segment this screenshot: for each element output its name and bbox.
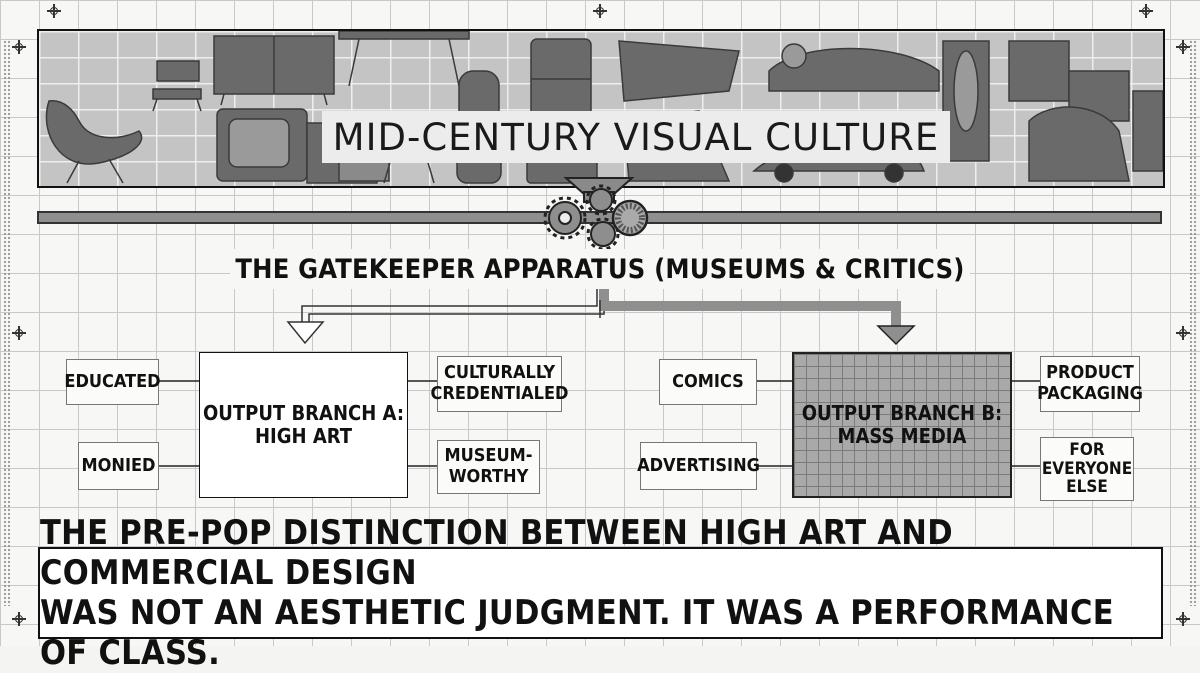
attribute-line: PACKAGING [1037,383,1143,404]
registration-mark-icon [12,612,26,626]
mid-century-banner: MID-CENTURY VISUAL CULTURE [37,29,1165,188]
connector-lines [159,177,1040,467]
attribute-line: ELSE [1066,477,1108,498]
table-icon [338,31,470,40]
attribute-line: EVERYONE [1041,458,1133,479]
statement-line-1: THE PRE-POP DISTINCTION BETWEEN HIGH ART… [40,512,953,593]
attribute-educated: EDUCATED [64,359,161,405]
attribute-comics: COMICS [659,359,757,405]
right-halftone-strip [1189,40,1197,606]
attribute-advertising: ADVERTISING [637,442,760,490]
registration-mark-icon [1176,326,1190,340]
egg-chair-icon [45,100,143,165]
registration-mark-icon [1139,4,1153,18]
branch-a-sublabel: HIGH ART [254,424,352,448]
statement-line-2: WAS NOT AN AESTHETIC JUDGMENT. IT WAS A … [40,593,1114,673]
attribute-line: MUSEUM- [444,445,533,467]
chair-icon [156,60,200,82]
attribute-monied: MONIED [78,442,159,490]
branch-a-core: OUTPUT BRANCH A:HIGH ART [199,352,408,498]
registration-mark-icon [12,40,26,54]
attribute-line: CREDENTIALED [430,383,569,404]
conclusion-statement: THE PRE-POP DISTINCTION BETWEEN HIGH ART… [38,513,1163,673]
registration-mark-icon [12,326,26,340]
registration-mark-icon [1176,612,1190,626]
attribute-line: PRODUCT [1046,362,1134,384]
registration-mark-icon [47,4,61,18]
branch-b-label: OUTPUT BRANCH B: [801,401,1003,425]
branch-b-sublabel: MASS MEDIA [837,424,967,448]
banner-title: MID-CENTURY VISUAL CULTURE [322,111,950,163]
branch-b-core: OUTPUT BRANCH B:MASS MEDIA [792,352,1012,498]
wall-lamp-icon [618,40,740,102]
attribute-line: WORTHY [448,466,529,487]
branch-a-label: OUTPUT BRANCH A: [202,401,405,425]
registration-mark-icon [593,4,607,18]
attribute-line: FOR [1069,439,1105,460]
left-halftone-strip [3,40,11,606]
registration-mark-icon [1176,40,1190,54]
gatekeeper-machine-icon [543,177,649,251]
attribute-museum-worthy: MUSEUM-WORTHY [437,440,540,494]
attribute-line: CULTURALLY [443,362,556,384]
gatekeeper-title: THE GATEKEEPER APPARATUS (MUSEUMS & CRIT… [230,249,970,289]
